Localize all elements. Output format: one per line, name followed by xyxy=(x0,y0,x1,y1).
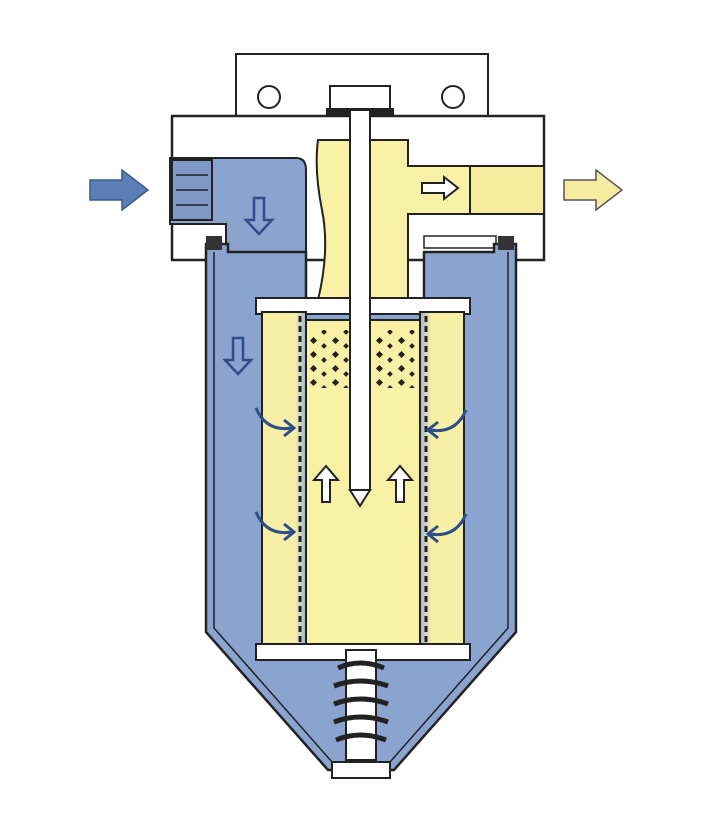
head-flow-arrow-icon xyxy=(421,174,460,202)
down-arrow-icon xyxy=(243,196,275,236)
lower-rod xyxy=(345,649,377,761)
radial-inflow-arrow-icon xyxy=(425,513,468,544)
radial-inflow-arrow-icon xyxy=(425,409,468,440)
drain-cap xyxy=(331,761,391,779)
mounting-hole-right xyxy=(441,85,465,109)
spring xyxy=(333,660,389,743)
bolt-head xyxy=(329,85,391,111)
inlet-arrow-icon xyxy=(89,168,150,212)
down-arrow-icon xyxy=(222,336,254,376)
center-bolt xyxy=(326,85,394,761)
bolt-shaft xyxy=(349,109,371,491)
seal-left xyxy=(206,236,222,250)
up-arrow-icon xyxy=(311,464,341,503)
outlet-arrow-icon xyxy=(563,168,624,212)
mounting-hole-left xyxy=(257,85,281,109)
outlet-port xyxy=(469,165,545,215)
radial-inflow-arrow-icon xyxy=(254,511,297,542)
up-arrow-icon xyxy=(385,464,415,503)
seal-right xyxy=(498,236,514,250)
radial-inflow-arrow-icon xyxy=(254,407,297,438)
